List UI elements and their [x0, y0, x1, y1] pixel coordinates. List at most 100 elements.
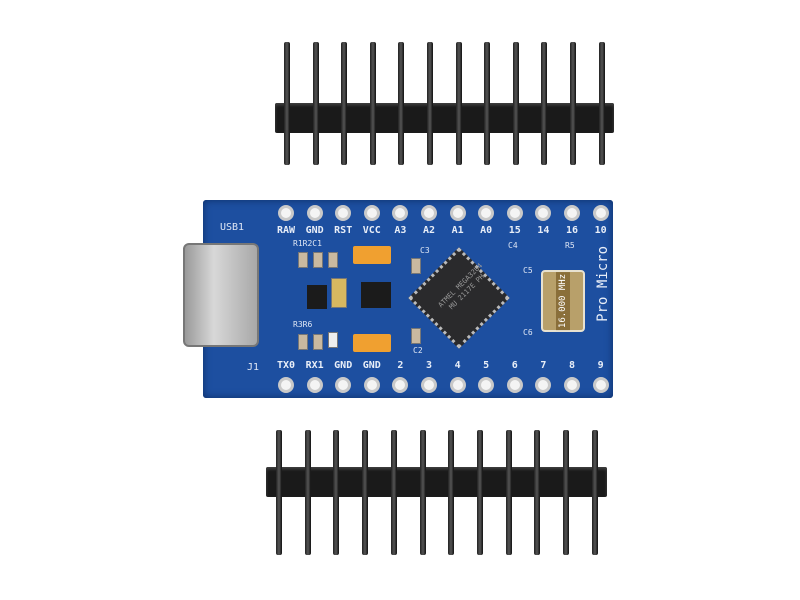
pin-label: 16: [565, 225, 579, 236]
tantalum-capacitor: [353, 246, 391, 264]
pin-label: 14: [537, 225, 550, 236]
pin-label: 10: [594, 225, 607, 236]
capacitor: [328, 252, 338, 268]
pin-hole: [421, 377, 437, 393]
pro-micro-board: USB1 J1 R1R2C1 C3 C4 R5 C5 C6 C2 R3R6 AT…: [183, 200, 613, 398]
c6-label: C6: [523, 328, 533, 337]
c5-label: C5: [523, 266, 533, 275]
pin-hole: [564, 377, 580, 393]
pin-hole: [363, 377, 380, 393]
pin-label: A0: [480, 225, 493, 236]
header-pin: [341, 42, 348, 165]
pin-label: 9: [597, 360, 604, 371]
tantalum-capacitor: [353, 334, 391, 352]
header-pin: [563, 430, 569, 555]
j1-label: J1: [247, 362, 260, 373]
usb-label: USB1: [220, 222, 245, 233]
resistor: [313, 334, 323, 350]
regulator-ic: [361, 282, 391, 308]
pin-label: 3: [425, 360, 433, 371]
pin-hole: [392, 377, 409, 393]
pin-label: A2: [422, 225, 436, 236]
pin-hole: [592, 377, 609, 393]
pin-hole: [506, 377, 523, 393]
r5-label: R5: [565, 241, 575, 250]
pin-hole: [278, 377, 294, 393]
pin-label: A3: [394, 225, 407, 236]
header-pin: [369, 42, 376, 165]
header-pin: [333, 430, 340, 555]
pin-label: GND: [305, 225, 324, 236]
pin-label: 7: [540, 360, 547, 371]
pin-label: RAW: [276, 225, 296, 236]
c2-label: C2: [413, 346, 423, 355]
pin-label: 8: [568, 360, 576, 371]
header-pin: [304, 430, 311, 555]
pin-hole: [478, 205, 495, 221]
capacitor: [411, 258, 421, 274]
c4-label: C4: [508, 241, 518, 250]
header-pin: [541, 42, 548, 165]
crystal-label: 16.000 MHz: [556, 271, 570, 331]
pin-hole: [478, 377, 495, 393]
resistor: [298, 252, 308, 268]
header-pin: [398, 42, 405, 165]
header-pin: [427, 42, 433, 165]
led: [328, 332, 338, 348]
regulator-ic: [307, 285, 327, 309]
pin-label: TX0: [276, 360, 296, 371]
pin-hole: [278, 205, 294, 221]
usb-c-connector: [183, 243, 259, 347]
pin-label: A1: [451, 225, 464, 236]
resistor: [298, 334, 308, 350]
board-name: Pro Micro: [595, 246, 611, 322]
pin-label: 15: [508, 225, 521, 236]
header-plastic-bar: [275, 103, 614, 133]
header-pin: [570, 42, 576, 165]
pin-label: 6: [511, 360, 518, 371]
header-pin: [284, 42, 290, 165]
header-pin: [598, 42, 605, 165]
pin-label: 4: [454, 360, 461, 371]
pin-label: VCC: [362, 225, 381, 236]
header-pin: [484, 42, 491, 165]
pin-hole: [449, 377, 466, 393]
pin-hole: [335, 205, 352, 221]
pin-label: RX1: [305, 360, 324, 371]
header-pin: [419, 430, 426, 555]
pin-label: RST: [334, 225, 353, 236]
pin-label: 2: [397, 360, 404, 371]
pin-hole: [306, 205, 323, 221]
header-pin: [312, 42, 319, 165]
pin-hole: [335, 377, 352, 393]
header-plastic-bar: [266, 467, 607, 497]
fuse: [331, 278, 347, 308]
capacitor: [411, 328, 421, 344]
pin-hole: [363, 205, 380, 221]
pin-label: 5: [483, 360, 490, 371]
header-pin: [534, 430, 541, 555]
pin-hole: [564, 205, 580, 221]
header-pin: [362, 430, 369, 555]
crystal-oscillator: 16.000 MHz: [541, 270, 585, 332]
pin-hole: [306, 377, 323, 393]
pin-label: GND: [334, 360, 353, 371]
pin-hole: [592, 205, 609, 221]
header-pin: [505, 430, 512, 555]
pin-hole: [421, 205, 437, 221]
header-pin: [591, 430, 598, 555]
header-pin: [512, 42, 519, 165]
header-pin: [476, 430, 483, 555]
header-pin: [448, 430, 455, 555]
pin-label: GND: [362, 360, 381, 371]
resistor: [313, 252, 323, 268]
pin-hole: [506, 205, 523, 221]
r1r2c1-label: R1R2C1: [293, 239, 322, 248]
pin-hole: [449, 205, 466, 221]
pin-hole: [535, 377, 552, 393]
header-pin: [455, 42, 462, 165]
pin-hole: [535, 205, 552, 221]
header-pin: [390, 430, 397, 555]
header-pin: [276, 430, 282, 555]
c3-label: C3: [420, 246, 430, 255]
